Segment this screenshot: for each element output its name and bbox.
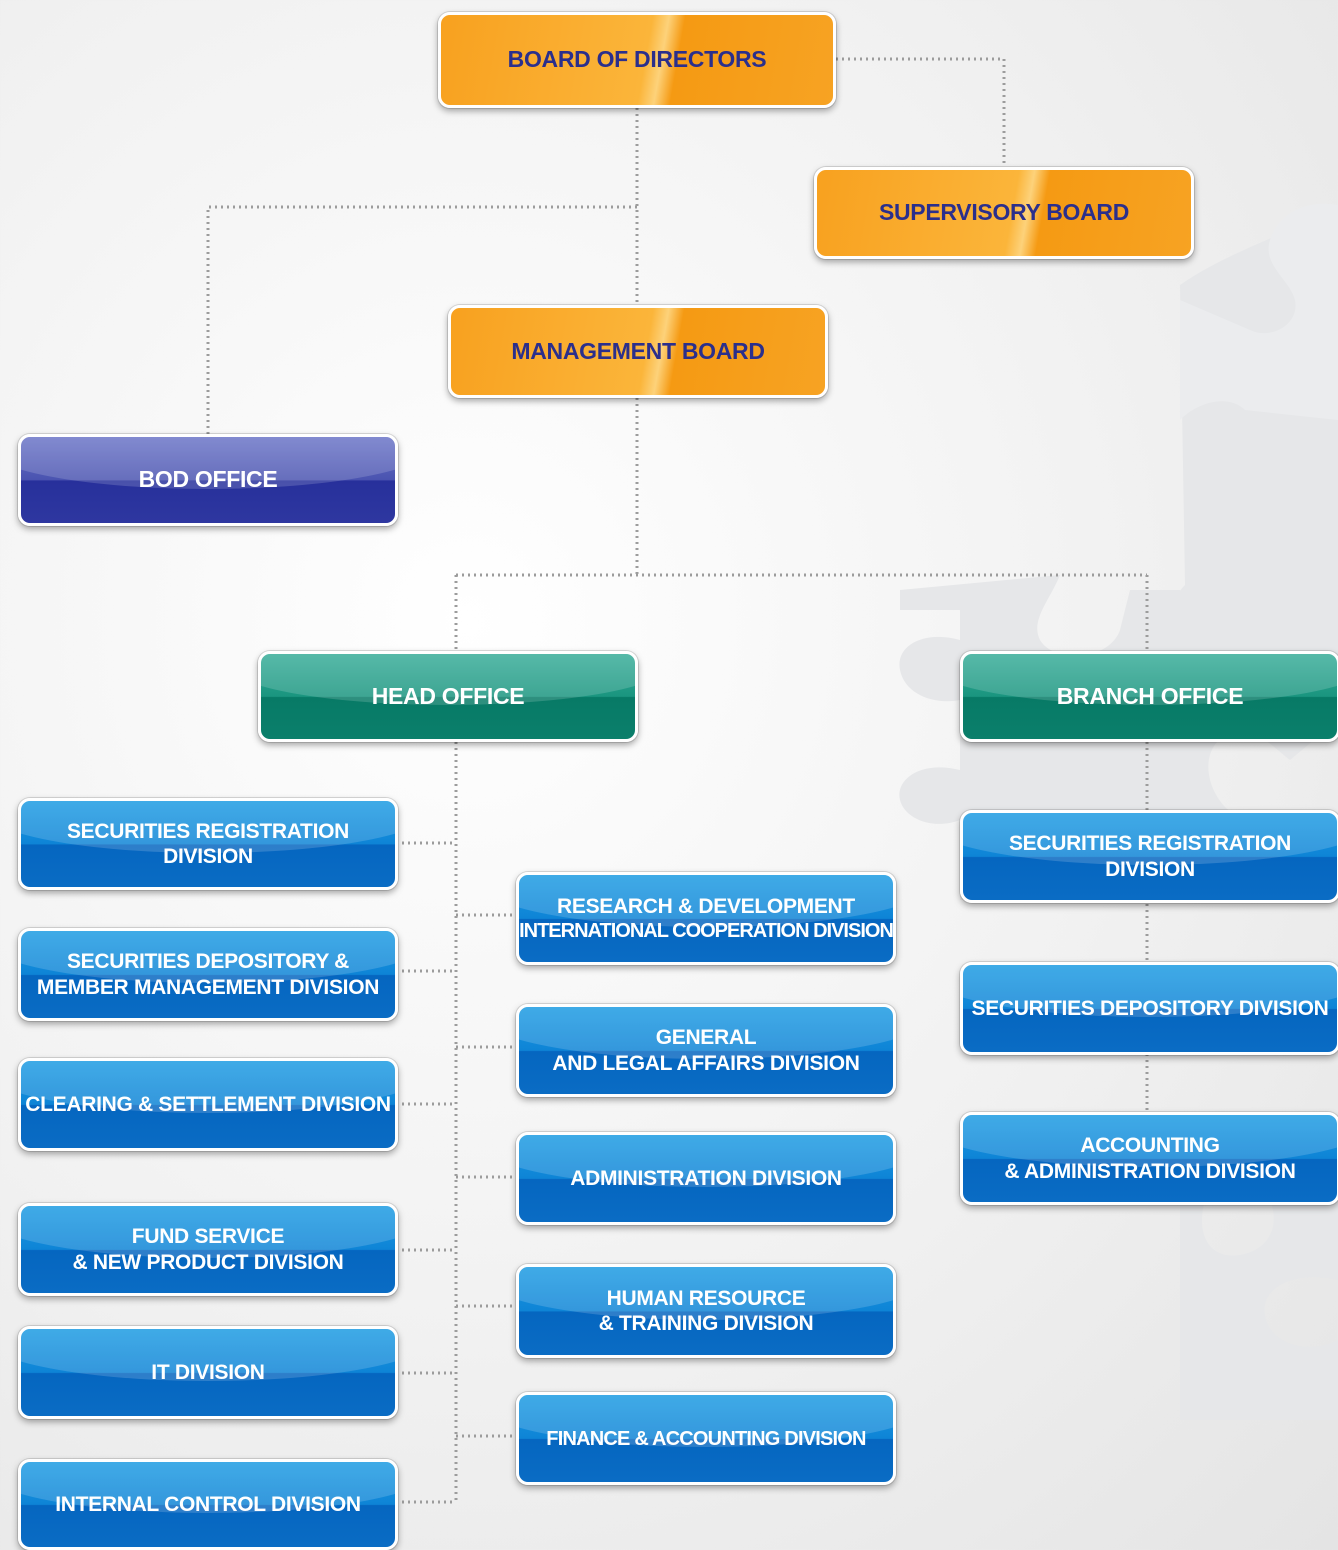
head-division-label-line: INTERNATIONAL COOPERATION DIVISION [519, 920, 893, 943]
head-division-box: CLEARING & SETTLEMENT DIVISION [18, 1058, 398, 1151]
branch-division-label-line: & ADMINISTRATION DIVISION [1004, 1159, 1296, 1183]
head-division-label-line: & TRAINING DIVISION [598, 1312, 814, 1335]
head-division-box: SECURITIES REGISTRATION DIVISION [18, 798, 398, 890]
head-division-box: FINANCE & ACCOUNTING DIVISION [516, 1392, 896, 1485]
puzzle-piece-graphic [1180, 203, 1338, 420]
branch-office-label: BRANCH OFFICE [1056, 682, 1244, 709]
head-division-label-line: RESEARCH & DEVELOPMENT [557, 894, 855, 918]
head-office-box: HEAD OFFICE [258, 651, 638, 742]
head-division-label: HUMAN RESOURCE & TRAINING DIVISION [599, 1286, 814, 1336]
head-division-label-line: GENERAL [655, 1026, 757, 1050]
board-of-directors-label: BOARD OF DIRECTORS [507, 46, 767, 73]
head-division-label: RESEARCH & DEVELOPMENT INTERNATIONAL COO… [519, 894, 893, 943]
head-division-box: HUMAN RESOURCE & TRAINING DIVISION [516, 1264, 896, 1358]
head-division-box: INTERNAL CONTROL DIVISION [18, 1459, 398, 1550]
branch-division-box: SECURITIES REGISTRATION DIVISION [960, 810, 1338, 903]
head-division-label: IT DIVISION [151, 1360, 265, 1384]
head-division-box: FUND SERVICE & NEW PRODUCT DIVISION [18, 1203, 398, 1296]
head-division-box: IT DIVISION [18, 1326, 398, 1419]
branch-division-box: ACCOUNTING & ADMINISTRATION DIVISION [960, 1112, 1338, 1205]
head-division-label-line: HUMAN RESOURCE [606, 1286, 806, 1310]
head-division-label: SECURITIES DEPOSITORY & MEMBER MANAGEMEN… [36, 949, 380, 999]
head-division-label-line: AND LEGAL AFFAIRS DIVISION [552, 1051, 860, 1075]
head-division-box: ADMINISTRATION DIVISION [516, 1132, 896, 1225]
bod-office-box: BOD OFFICE [18, 434, 398, 526]
management-board-box: MANAGEMENT BOARD [448, 305, 828, 398]
bod-office-label: BOD OFFICE [138, 466, 278, 493]
head-division-label-line: FUND SERVICE [131, 1225, 285, 1249]
supervisory-board-box: SUPERVISORY BOARD [814, 167, 1194, 259]
head-division-label: CLEARING & SETTLEMENT DIVISION [25, 1092, 391, 1116]
head-division-label: GENERAL AND LEGAL AFFAIRS DIVISION [552, 1025, 860, 1075]
head-division-label-line: SECURITIES DEPOSITORY & [66, 950, 350, 974]
head-division-label: SECURITIES REGISTRATION DIVISION [66, 819, 350, 868]
supervisory-board-label: SUPERVISORY BOARD [878, 199, 1130, 226]
branch-division-box: SECURITIES DEPOSITORY DIVISION [960, 962, 1338, 1055]
head-division-label: FINANCE & ACCOUNTING DIVISION [546, 1427, 866, 1450]
board-of-directors-box: BOARD OF DIRECTORS [438, 12, 836, 108]
head-division-box: SECURITIES DEPOSITORY & MEMBER MANAGEMEN… [18, 928, 398, 1021]
management-board-label: MANAGEMENT BOARD [511, 337, 765, 364]
head-division-box: RESEARCH & DEVELOPMENT INTERNATIONAL COO… [516, 872, 896, 965]
head-office-label: HEAD OFFICE [371, 682, 525, 709]
branch-division-label-line: ACCOUNTING [1080, 1134, 1220, 1158]
branch-division-label: ACCOUNTING & ADMINISTRATION DIVISION [1004, 1133, 1295, 1183]
head-division-label: INTERNAL CONTROL DIVISION [55, 1492, 361, 1516]
branch-office-box: BRANCH OFFICE [960, 651, 1338, 742]
head-division-label: FUND SERVICE & NEW PRODUCT DIVISION [72, 1224, 343, 1274]
branch-division-label: SECURITIES REGISTRATION DIVISION [1008, 832, 1292, 881]
head-division-box: GENERAL AND LEGAL AFFAIRS DIVISION [516, 1004, 896, 1097]
head-division-label-line: & NEW PRODUCT DIVISION [72, 1250, 344, 1274]
puzzle-piece-graphic [1180, 1200, 1338, 1420]
head-division-label-line: MEMBER MANAGEMENT DIVISION [36, 975, 380, 999]
head-division-label: ADMINISTRATION DIVISION [570, 1166, 842, 1190]
branch-division-label: SECURITIES DEPOSITORY DIVISION [971, 996, 1329, 1020]
